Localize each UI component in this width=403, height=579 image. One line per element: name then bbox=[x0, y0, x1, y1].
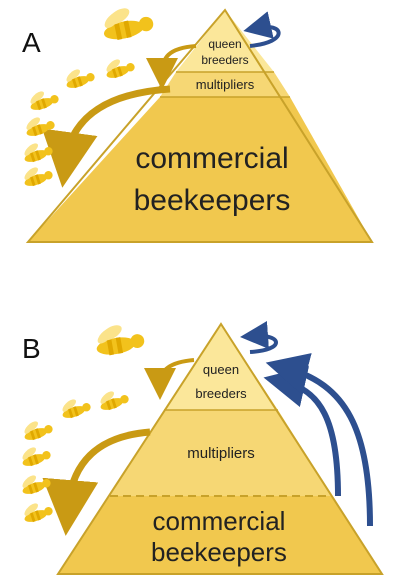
breeders-label-b: breeders bbox=[195, 386, 247, 401]
bee-icon bbox=[93, 318, 146, 357]
queen-label-a: queen bbox=[208, 37, 241, 51]
panel-letter-b: B bbox=[22, 333, 41, 364]
bee-icon bbox=[22, 111, 56, 138]
curved-arrow-icon bbox=[250, 27, 279, 46]
bee-icon bbox=[20, 137, 54, 164]
bee-icon bbox=[62, 63, 96, 90]
panel-letter-a: A bbox=[22, 27, 41, 58]
bee-icon bbox=[20, 497, 54, 524]
bee-icon bbox=[18, 469, 52, 496]
curved-arrow-icon bbox=[250, 336, 276, 352]
bee-icon bbox=[96, 385, 130, 412]
breeders-label-a: breeders bbox=[201, 53, 248, 67]
bee-icon bbox=[102, 53, 136, 80]
bee-icon bbox=[58, 393, 92, 420]
commercial-label-a: commercial bbox=[135, 142, 288, 175]
beekeepers-label-a: beekeepers bbox=[134, 184, 291, 217]
commercial-label-b: commercial bbox=[153, 506, 286, 536]
panel-b: B queen breeders multipliers commercial … bbox=[18, 318, 382, 574]
bee-icon bbox=[26, 85, 60, 112]
multipliers-label-a: multipliers bbox=[196, 77, 255, 92]
bee-icon bbox=[20, 415, 54, 442]
bee-icon bbox=[18, 441, 52, 468]
multipliers-label-b: multipliers bbox=[187, 445, 255, 462]
bee-icon bbox=[20, 161, 54, 188]
beekeepers-label-b: beekeepers bbox=[151, 537, 287, 567]
bee-icon bbox=[99, 0, 155, 42]
queen-label-b: queen bbox=[203, 362, 239, 377]
panel-a: A queen breeders multipliers commercial … bbox=[20, 0, 372, 242]
